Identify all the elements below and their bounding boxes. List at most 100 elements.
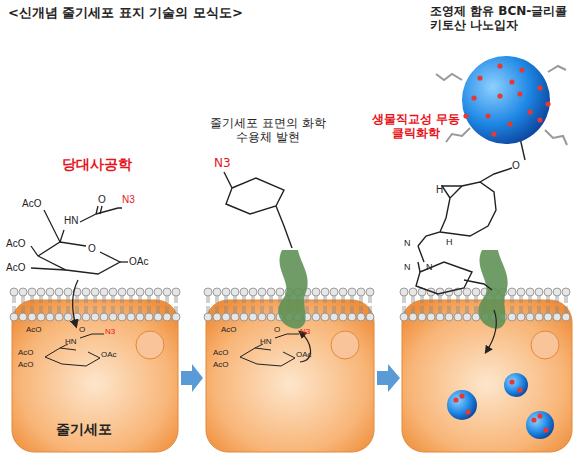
lipid-tail: [430, 296, 431, 303]
lipid-tail: [511, 306, 512, 313]
lipid-head: [231, 313, 239, 321]
contrast-dot: [545, 101, 550, 106]
chem-atom-label: HN: [64, 215, 78, 227]
nanoparticle-label: 조영제 함유 BCN-글리콜 키토산 나노입자: [430, 4, 570, 33]
contrast-dot: [463, 113, 468, 118]
lipid-head: [213, 288, 221, 296]
chem-atom-label: AcO: [6, 238, 25, 250]
cell-label: 줄기세포: [56, 421, 112, 438]
lipid-tail: [263, 296, 264, 303]
lipid-tail: [342, 306, 343, 313]
lipid-tail: [33, 306, 34, 313]
lipid-tail: [67, 296, 68, 303]
contrast-dot: [527, 109, 532, 114]
lipid-tail: [360, 296, 361, 303]
azide-group: N3: [214, 156, 231, 170]
lipid-head: [82, 313, 90, 321]
lipid-head: [145, 313, 153, 321]
lipid-head: [37, 313, 45, 321]
internalization-arrow: [486, 310, 496, 352]
lipid-tail: [547, 296, 548, 303]
lipid-tail: [87, 296, 88, 303]
lipid-head: [100, 288, 108, 296]
contrast-dot: [531, 417, 536, 422]
lipid-tail: [531, 296, 532, 303]
lipid-head: [109, 313, 117, 321]
lipid-head: [267, 288, 275, 296]
lipid-tail: [457, 306, 458, 313]
lipid-tail: [96, 306, 97, 313]
lipid-tail: [112, 296, 113, 303]
lipid-tail: [412, 296, 413, 303]
lipid-tail: [538, 296, 539, 303]
chem-atom-label: H: [436, 184, 443, 196]
lipid-head: [163, 288, 171, 296]
lipid-tail: [114, 296, 115, 303]
lipid-head: [544, 313, 552, 321]
lipid-head: [145, 288, 153, 296]
lipid-tail: [371, 296, 372, 303]
lipid-tail: [522, 306, 523, 313]
lipid-tail: [333, 296, 334, 303]
lipid-head: [357, 288, 365, 296]
lipid-tail: [531, 306, 532, 313]
lipid-tail: [33, 296, 34, 303]
lipid-head: [508, 313, 516, 321]
lipid-head: [10, 288, 18, 296]
lipid-tail: [335, 306, 336, 313]
lipid-tail: [139, 296, 140, 303]
cell-body: [12, 300, 178, 452]
lipid-head: [163, 313, 171, 321]
lipid-tail: [261, 306, 262, 313]
lipid-tail: [342, 296, 343, 303]
lipid-tail: [333, 306, 334, 313]
lipid-tail: [556, 296, 557, 303]
lipid-head: [249, 288, 257, 296]
chem-atom-label: AcO: [18, 348, 34, 358]
lipid-tail: [529, 306, 530, 313]
lipid-tail: [362, 296, 363, 303]
receptor: [278, 250, 307, 329]
lipid-tail: [166, 306, 167, 313]
lipid-head: [172, 313, 180, 321]
chem-atom-label: H: [446, 237, 453, 248]
lipid-tail: [40, 306, 41, 313]
chem-atom-label: O: [512, 160, 520, 172]
lipid-tail: [85, 306, 86, 313]
lipid-tail: [76, 296, 77, 303]
lipid-tail: [245, 306, 246, 313]
lipid-tail: [457, 296, 458, 303]
lipid-head: [463, 288, 471, 296]
contrast-dot: [509, 379, 514, 384]
chem-atom-label: O: [88, 243, 96, 255]
click-product: [416, 138, 525, 294]
lipid-head: [204, 313, 212, 321]
lipid-tail: [412, 306, 413, 313]
lipid-head: [348, 313, 356, 321]
lipid-tail: [236, 306, 237, 313]
lipid-tail: [547, 306, 548, 313]
lipid-tail: [272, 296, 273, 303]
contrast-dot: [485, 113, 490, 118]
step-label: 생물직교성 무동 클릭화학: [360, 112, 472, 141]
lipid-tail: [168, 306, 169, 313]
lipid-tail: [430, 306, 431, 313]
step-arrow: [181, 364, 203, 392]
lipid-tail: [105, 296, 106, 303]
mannosamine-molecule: [45, 334, 104, 366]
lipid-tail: [105, 306, 106, 313]
lipid-tail: [405, 306, 406, 313]
azide-group: N3: [122, 194, 135, 206]
chem-atom-label: OAc: [129, 256, 148, 268]
lipid-tail: [511, 296, 512, 303]
lipid-head: [321, 313, 329, 321]
lipid-head: [154, 288, 162, 296]
lipid-head: [240, 313, 248, 321]
chem-atom-label: AcO: [18, 360, 34, 370]
contrast-dot: [477, 75, 482, 80]
lipid-tail: [403, 306, 404, 313]
chem-atom-label: OAc: [101, 350, 117, 360]
chem-atom-label: O: [79, 325, 85, 335]
lipid-tail: [42, 296, 43, 303]
